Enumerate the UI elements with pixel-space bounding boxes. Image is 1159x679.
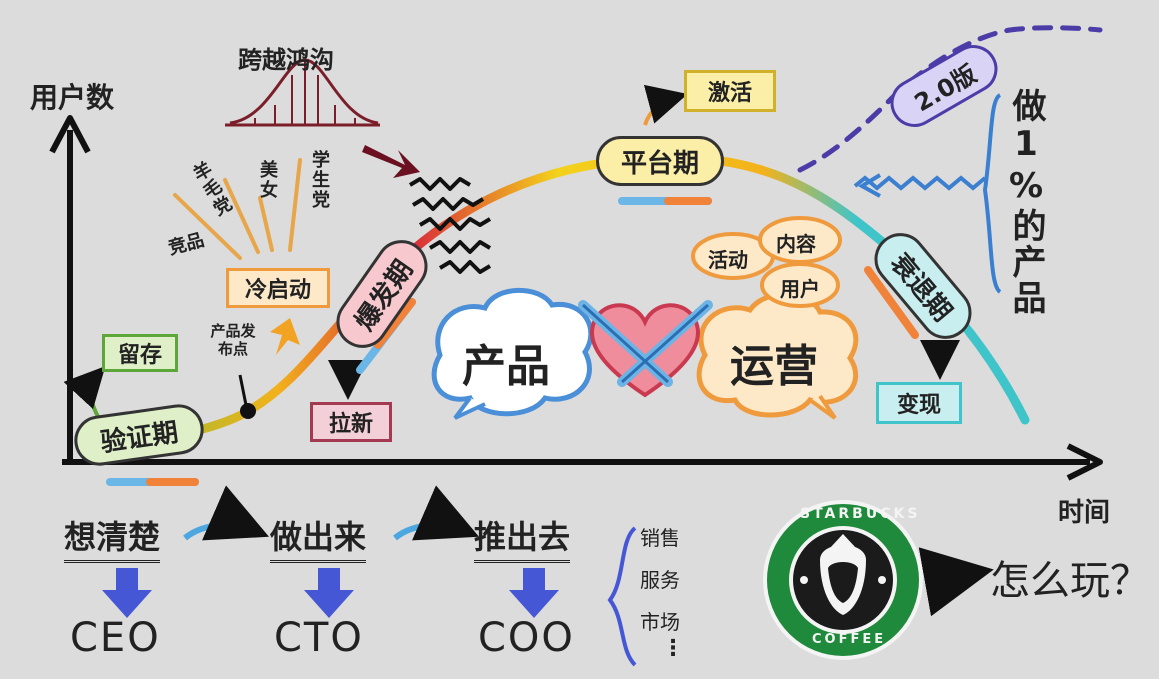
ops-cloud-users [760, 262, 840, 308]
flow-arrow-2 [393, 485, 480, 541]
progress-pencils [106, 197, 919, 486]
cold-start-rays [173, 158, 302, 260]
coo-bracket [607, 526, 637, 667]
ops-item-content: 内容 [776, 232, 816, 256]
launch-point-dot [240, 403, 256, 419]
ops-item-users: 用户 [780, 277, 820, 301]
operations-cloud [696, 292, 859, 418]
role-ceo: CEO [70, 615, 161, 661]
operations-label: 运营 [730, 341, 818, 392]
ops-item-activity: 活动 [708, 248, 748, 272]
chasm-bell-curve [225, 58, 380, 127]
one-percent-arrow [853, 175, 987, 191]
role-down-arrows [102, 568, 559, 618]
new-users-box: 拉新 [310, 402, 392, 442]
x-axis-label: 时间 [1058, 498, 1111, 528]
stage-platform: 平台期 [596, 136, 724, 186]
one-percent-label: 做1%的产品 [1006, 88, 1046, 316]
activate-box: 激活 [684, 70, 776, 112]
x-axis-arrowhead [1066, 443, 1103, 481]
heart-icon [590, 303, 700, 398]
chasm-arrow [362, 145, 420, 178]
retention-box: 留存 [102, 334, 178, 372]
product-label: 产品 [462, 341, 550, 392]
y-axis-arrowhead [49, 115, 91, 154]
coo-item-sales: 销售 [640, 526, 680, 550]
y-axis-label: 用户数 [30, 81, 115, 114]
version2-dashed-curve [797, 25, 1103, 173]
flow-arrow-1 [183, 485, 270, 541]
question-label: 怎么玩？ [990, 558, 1150, 604]
logo-top-text: STARBUCKS [800, 506, 921, 522]
step-push-out: 推出去 [474, 512, 571, 563]
one-percent-bracket [982, 93, 1002, 294]
source-students: 学生党 [309, 150, 330, 210]
role-coo: COO [478, 615, 575, 661]
retention-arrow [63, 366, 106, 422]
role-cto: CTO [274, 615, 364, 661]
chasm-label: 跨越鸿沟 [238, 46, 334, 74]
cold-start-box: 冷启动 [226, 268, 330, 308]
coo-item-more: ⋮ [662, 636, 684, 661]
coo-item-market: 市场 [640, 610, 680, 634]
logo-bottom-text: COFFEE [812, 632, 887, 647]
step-build-it: 做出来 [270, 512, 367, 563]
coo-item-service: 服务 [640, 568, 680, 592]
cold-start-arrow [270, 318, 300, 355]
chasm-zigzag [408, 177, 492, 274]
launch-point-label: 产品发布点 [210, 322, 256, 358]
starbucks-logo [763, 500, 923, 660]
source-beauties: 美女 [257, 160, 278, 200]
step-think-clearly: 想清楚 [64, 512, 161, 563]
monetize-box: 变现 [876, 382, 962, 424]
